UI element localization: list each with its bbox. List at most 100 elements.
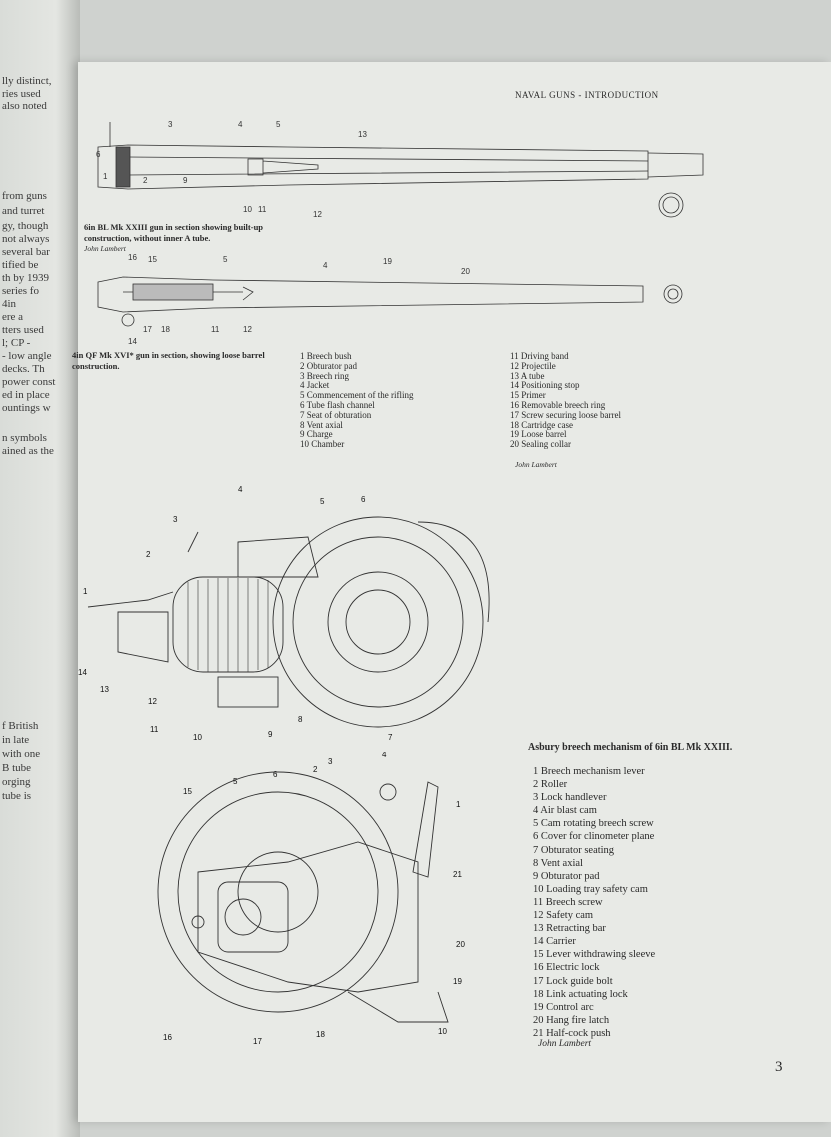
left-page-text-fragment: orging: [2, 776, 31, 788]
svg-text:6: 6: [96, 150, 101, 159]
legend-item: 17 Screw securing loose barrel: [510, 409, 621, 420]
legend-item: 9 Charge: [300, 429, 333, 440]
left-page-text-fragment: not always: [2, 233, 50, 245]
svg-text:11: 11: [258, 205, 267, 214]
svg-text:20: 20: [456, 940, 465, 949]
svg-text:15: 15: [148, 255, 157, 264]
svg-text:19: 19: [383, 257, 392, 266]
left-page-text-fragment: in late: [2, 734, 30, 746]
legend-item: 8 Vent axial: [533, 857, 583, 869]
left-page-text-fragment: l; CP -: [2, 337, 31, 349]
left-page-text-fragment: 4in: [2, 298, 17, 310]
legend-item: 5 Cam rotating breech screw: [533, 818, 654, 830]
legend-item: 18 Link actuating lock: [533, 988, 628, 1000]
svg-text:10: 10: [438, 1027, 447, 1036]
legend-item: 19 Loose barrel: [510, 429, 567, 440]
left-page-text-fragment: B tube: [2, 762, 32, 774]
left-page-text-fragment: ed in place: [2, 389, 50, 401]
legend-item: 15 Primer: [510, 390, 546, 401]
svg-text:5: 5: [223, 255, 228, 264]
left-page-text-fragment: - low angle: [2, 350, 52, 362]
svg-text:4: 4: [323, 261, 328, 270]
svg-text:18: 18: [161, 325, 170, 334]
svg-text:18: 18: [316, 1030, 325, 1039]
legend-item: 19 Control arc: [533, 1001, 594, 1013]
running-header: NAVAL GUNS - INTRODUCTION: [515, 90, 659, 100]
svg-text:5: 5: [233, 777, 238, 786]
legend-item: 11 Driving band: [510, 351, 569, 361]
legend-item: 12 Projectile: [510, 360, 556, 371]
left-page-text-fragment: decks. Th: [2, 363, 45, 375]
figure3-credit: John Lambert: [538, 1039, 592, 1049]
legend-item: 13 A tube: [510, 370, 545, 381]
legend-item: 3 Breech ring: [300, 370, 349, 381]
legend-item: 7 Obturator seating: [533, 844, 615, 856]
legend-item: 17 Lock guide bolt: [533, 975, 613, 987]
svg-text:16: 16: [163, 1033, 172, 1042]
svg-text:20: 20: [461, 267, 470, 276]
legend-item: 5 Commencement of the rifling: [300, 390, 414, 401]
legend-item: 4 Jacket: [300, 380, 330, 391]
svg-text:4: 4: [238, 485, 243, 494]
left-page-text-fragment: also noted: [2, 100, 47, 112]
figure2-credit: John Lambert: [515, 460, 557, 469]
svg-text:13: 13: [100, 685, 109, 694]
page-number: 3: [775, 1059, 783, 1075]
legend-item: 18 Cartridge case: [510, 419, 573, 430]
legend-item: 16 Electric lock: [533, 962, 600, 974]
legend-item: 14 Carrier: [533, 936, 576, 948]
left-page-text-fragment: tified be: [2, 259, 39, 271]
svg-text:3: 3: [173, 515, 178, 524]
svg-text:14: 14: [78, 668, 87, 677]
svg-text:12: 12: [313, 210, 322, 219]
svg-text:10: 10: [193, 733, 202, 742]
svg-text:1: 1: [103, 172, 108, 181]
legend-item: 3 Lock handlever: [533, 792, 607, 804]
legend-item: 8 Vent axial: [300, 419, 343, 430]
left-page-text-fragment: ained as the: [2, 445, 54, 457]
svg-text:12: 12: [243, 325, 252, 334]
svg-text:2: 2: [143, 176, 148, 185]
svg-text:17: 17: [253, 1037, 262, 1046]
left-page-text-fragment: f British: [2, 720, 39, 732]
svg-text:6: 6: [273, 770, 278, 779]
legend-item: 16 Removable breech ring: [510, 399, 606, 410]
svg-text:1: 1: [83, 587, 88, 596]
legend-item: 6 Tube flash channel: [300, 399, 375, 410]
legend-item: 2 Obturator pad: [300, 360, 357, 371]
figure2-caption: 4in QF Mk XVI* gun in section, showing l…: [72, 350, 265, 371]
svg-text:12: 12: [148, 697, 157, 706]
legend-item: 9 Obturator pad: [533, 870, 600, 882]
figure1-credit: John Lambert: [84, 244, 126, 253]
left-page-text-fragment: n symbols: [2, 432, 47, 444]
left-page-text-fragment: and turret: [2, 205, 45, 217]
svg-text:16: 16: [128, 253, 137, 262]
svg-text:21: 21: [453, 870, 462, 879]
svg-text:2: 2: [146, 550, 151, 559]
svg-text:15: 15: [183, 787, 192, 796]
legend-item: 10 Chamber: [300, 439, 345, 450]
svg-text:19: 19: [453, 977, 462, 986]
left-page-text-fragment: with one: [2, 748, 41, 760]
legend-item: 7 Seat of obturation: [300, 409, 372, 420]
svg-text:1: 1: [456, 800, 461, 809]
legend-item: 1 Breech mechanism lever: [533, 766, 645, 777]
svg-text:2: 2: [313, 765, 318, 774]
left-page-text-fragment: tters used: [2, 324, 44, 336]
left-page-text-fragment: ries used: [2, 88, 41, 100]
svg-text:6: 6: [361, 495, 366, 504]
legend-item: 2 Roller: [533, 779, 568, 791]
legend-item: 20 Hang fire latch: [533, 1014, 610, 1026]
svg-text:4: 4: [238, 120, 243, 129]
legend-item: 14 Positioning stop: [510, 380, 580, 391]
svg-text:11: 11: [211, 325, 220, 334]
left-page-text-fragment: gy, though: [2, 220, 49, 232]
svg-text:11: 11: [150, 725, 159, 734]
legend-item: 10 Loading tray safety cam: [533, 883, 648, 895]
svg-text:14: 14: [128, 337, 137, 346]
